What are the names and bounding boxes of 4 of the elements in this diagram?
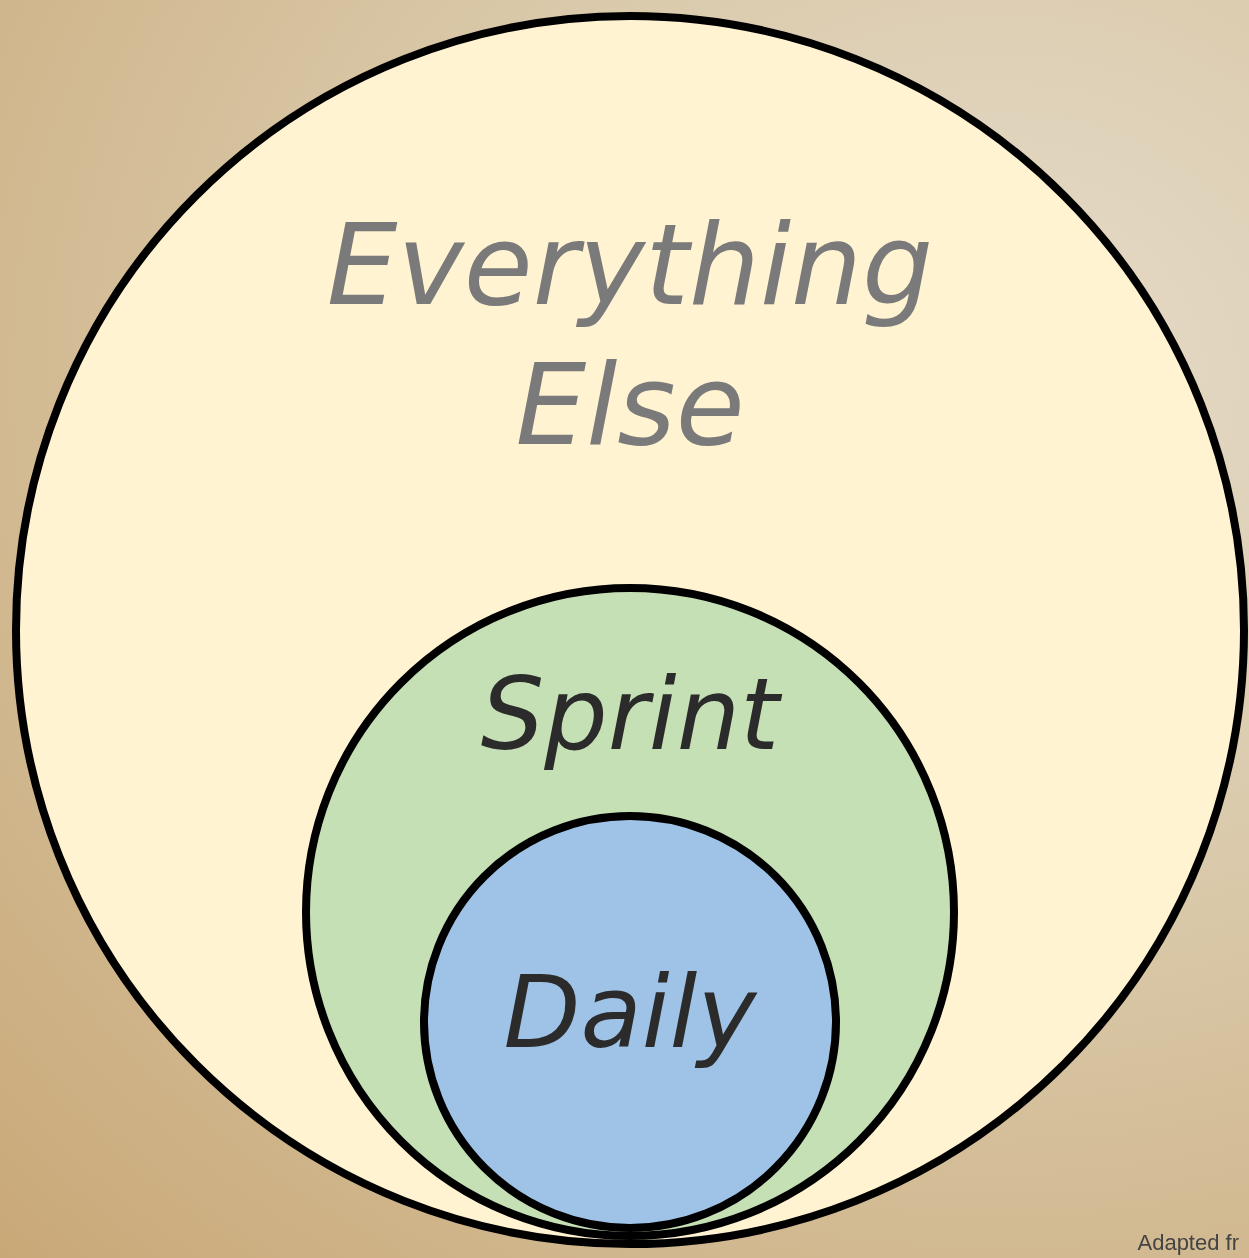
- source-note: Adapted fr: [1137, 1230, 1239, 1256]
- circle-label: Everything Else: [325, 199, 935, 472]
- circle-label: Sprint: [380, 652, 880, 777]
- circle-label: Daily: [502, 953, 759, 1073]
